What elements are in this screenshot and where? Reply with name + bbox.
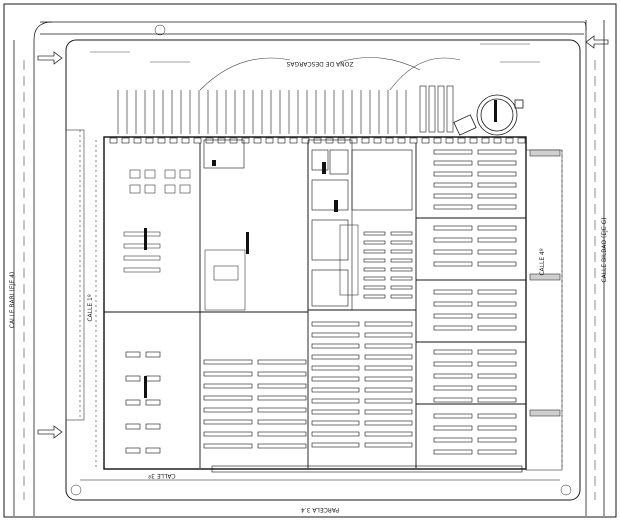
dock-doors xyxy=(109,137,526,144)
street-right xyxy=(585,20,605,516)
street-top xyxy=(33,21,587,41)
label-zona-descargas: ZONA DE DESCARGAS xyxy=(286,60,353,67)
truck-bays xyxy=(117,85,454,134)
label-calle-right: CALLE BILBAO (EJE G) xyxy=(601,217,608,282)
street-left xyxy=(13,40,35,516)
entry-arrow-bottom-left xyxy=(37,425,63,439)
label-calle-bottom: CALLE 3º xyxy=(148,472,175,479)
trees xyxy=(70,24,572,496)
left-lane xyxy=(65,129,97,470)
water-tank xyxy=(453,94,524,136)
label-calle-left: CALLE BARI (EJE 4) xyxy=(9,272,16,329)
entry-arrow-top-right xyxy=(585,35,609,49)
entry-arrow-top-left xyxy=(37,51,63,65)
office-block xyxy=(203,139,413,311)
rack-rows xyxy=(125,149,517,455)
drawing-frame xyxy=(3,3,617,518)
right-lane xyxy=(525,149,563,471)
label-calle-inner-right: CALLE 4º xyxy=(539,248,546,275)
bottom-dock-strip xyxy=(80,465,560,481)
label-parcela: PARCELA 3.4 xyxy=(301,506,339,513)
equipment-marks xyxy=(144,100,497,398)
loading-zone-markings xyxy=(90,43,540,91)
internal-walls xyxy=(104,140,526,468)
office-desks xyxy=(123,169,359,311)
label-calle-inner-left: CALLE 1º xyxy=(87,294,94,321)
